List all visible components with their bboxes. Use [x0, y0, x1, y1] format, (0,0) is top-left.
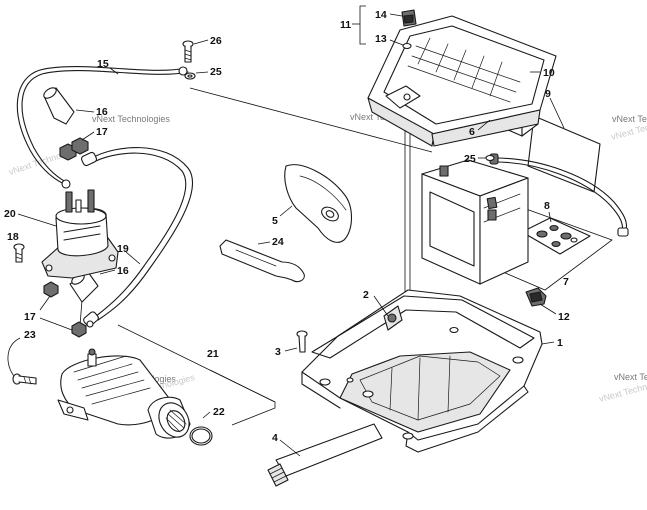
callout-14: 14 — [375, 9, 387, 21]
wrench-tool — [219, 239, 305, 283]
callout-16-upper: 16 — [96, 106, 108, 118]
callout-18: 18 — [7, 231, 19, 243]
terminal-washer — [184, 72, 196, 80]
callout-7: 7 — [563, 276, 569, 288]
callout-19: 19 — [117, 243, 129, 255]
nut-upper — [59, 137, 89, 161]
callout-13: 13 — [375, 33, 387, 45]
callout-24: 24 — [272, 236, 284, 248]
callout-22: 22 — [213, 406, 225, 418]
callout-20: 20 — [4, 208, 16, 220]
callout-17-lower: 17 — [24, 311, 36, 323]
callout-10: 10 — [543, 67, 555, 79]
warning-decal — [383, 305, 403, 331]
push-rivet — [296, 330, 308, 353]
terminal-hardware-kit — [521, 217, 591, 255]
callout-11: 11 — [340, 19, 351, 31]
callout-1: 1 — [557, 337, 563, 349]
callout-26: 26 — [210, 35, 222, 47]
o-ring — [189, 426, 213, 446]
callout-3: 3 — [275, 346, 281, 358]
watermark: vNext Technologies — [612, 114, 647, 124]
positive-cable — [16, 66, 189, 189]
callout-16-lower: 16 — [117, 265, 129, 277]
callout-23: 23 — [24, 329, 36, 341]
starter-solenoid — [41, 189, 119, 279]
terminal-boot-top — [43, 87, 75, 125]
battery-tray — [301, 289, 543, 453]
callout-15: 15 — [97, 58, 109, 70]
callout-17-upper: 17 — [96, 126, 108, 138]
callout-25-battery: 25 — [464, 153, 476, 165]
callout-9: 9 — [545, 88, 551, 100]
nut-lower — [43, 281, 87, 338]
retainer-clip — [525, 287, 547, 307]
callout-2: 2 — [363, 289, 369, 301]
starter-motor — [57, 348, 191, 439]
callout-4: 4 — [272, 432, 278, 444]
callout-6: 6 — [469, 126, 475, 138]
relay-connector — [401, 9, 417, 27]
battery-washer — [485, 154, 495, 162]
relay-washer — [402, 42, 412, 50]
callout-21: 21 — [207, 348, 219, 360]
battery-cover — [284, 164, 353, 243]
watermark: vNext Technologies — [92, 114, 170, 124]
battery-strap — [267, 423, 383, 487]
starter-screw — [12, 373, 37, 385]
callouts: 1 2 3 4 5 6 7 8 9 10 11 12 13 — [4, 5, 570, 457]
starter-cable — [80, 147, 194, 328]
fuse-box — [367, 15, 557, 147]
terminal-bolt — [182, 40, 194, 63]
callout-12: 12 — [558, 311, 570, 323]
callout-5: 5 — [272, 215, 278, 227]
battery — [421, 153, 629, 285]
callout-25-upper: 25 — [210, 66, 222, 78]
watermark: vNext Technologies — [614, 372, 647, 382]
solenoid-screw — [13, 243, 25, 263]
callout-8: 8 — [544, 200, 550, 212]
